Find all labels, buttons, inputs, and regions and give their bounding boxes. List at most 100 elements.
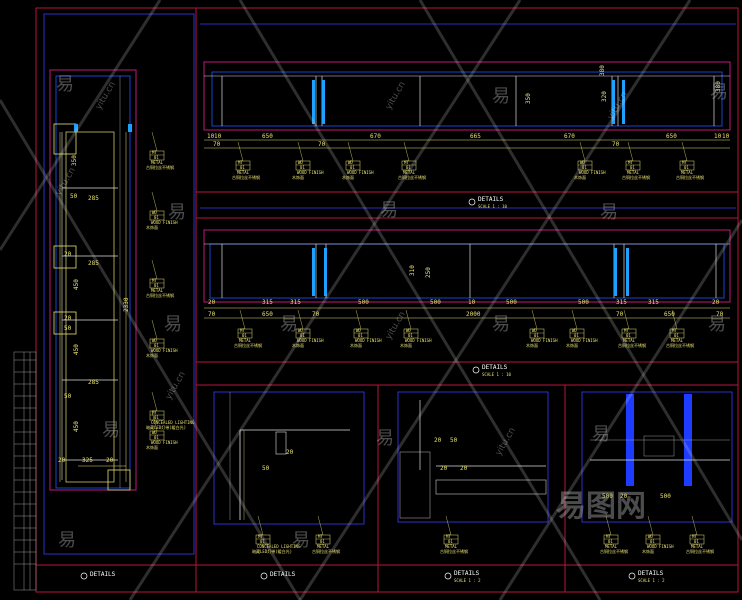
tag-code: WD [298,328,303,333]
detail-title-b4: DETAILS SCALE 1 : 2 [628,570,665,583]
tag-code: MT [692,534,697,539]
watermark-char: 易 [710,82,728,103]
tag-name-cn: 木饰面 [342,174,354,180]
leader-line [605,515,612,536]
dimension-label: 70 [716,311,724,318]
dimension-label: 50 [70,193,78,200]
watermark-char: 易 [168,202,186,223]
dimension-label: 20 [712,299,720,306]
watermark-char: 易 [380,200,398,221]
tag-name: WOOD FINISH [579,170,606,175]
dimension-label: 20 [434,437,442,444]
leader-line [239,309,246,330]
watermark-char: 易 [600,202,618,223]
leader-line [355,309,362,330]
detail-title-b2: DETAILS [260,571,296,580]
dimension-label: 50 [262,465,270,472]
dimension-label: 20 [106,457,114,464]
tag-name-cn: 木饰面 [146,224,158,230]
bottom-detail-3 [581,391,733,523]
tag-code: WD [152,338,157,343]
tag-name: WOOD FINISH [297,338,324,343]
dimension-label: 500 [602,493,613,500]
watermark-char: 易 [56,74,74,95]
tag-number: 01 [408,333,413,338]
tag-name-cn: 古铜拉丝不锈钢 [622,174,650,180]
tag-number: 01 [350,165,355,170]
dimension-label-total: 2330 [123,297,130,312]
dimension-label: 650 [262,133,273,140]
dimension-label: 350 [525,93,532,104]
dimension-label: 70 [213,141,221,148]
dimension-label: 500 [660,493,671,500]
dimension-label: 10 [468,299,476,306]
tag-number: 01 [694,539,699,544]
watermark-char: 易 [292,530,310,551]
tag-name: WOOD FINISH [151,348,178,353]
leader-line [297,309,304,330]
tag-name-cn: 暗藏LED灯带(暖白光) [146,424,186,430]
tag-name-cn: 古铜拉丝不锈钢 [146,164,174,170]
tag-name-cn: 古铜拉丝不锈钢 [666,342,694,348]
tag-number: 01 [448,539,453,544]
leader-line [531,309,538,330]
dimension-label: 50 [64,325,72,332]
leader-line [317,515,324,536]
tag-name: WOOD FINISH [151,220,178,225]
tag-number: 01 [320,539,325,544]
dimension-label: 285 [88,260,99,267]
tag-number: 01 [582,165,587,170]
dimension-label: 20 [286,449,294,456]
dimension-label: 2000 [466,311,481,318]
tag-name: METAL [623,338,636,343]
dimension-label: 20 [58,457,66,464]
details-title-b2: DETAILS [270,571,296,578]
watermark-char: 易 [376,428,394,449]
tag-name-cn: 木饰面 [400,342,412,348]
tag-name: WOOD FINISH [571,338,598,343]
watermark-char: 易 [280,314,298,335]
tag-number: 01 [534,333,539,338]
tag-number: 01 [260,539,265,544]
tag-name-cn: 古铜拉丝不锈钢 [440,548,468,554]
tag-code: WD [580,160,585,165]
dimension-label: 70 [318,141,326,148]
details-title-top: DETAILS [478,196,504,203]
leader-line [571,309,578,330]
dimension-label: 50 [450,437,458,444]
tag-name: CONCEALED LIGHTING [151,420,195,425]
tag-name: WOOD FINISH [405,338,432,343]
dimension-label: 500 [430,299,441,306]
dimension-label: 285 [88,379,99,386]
tag-number: 01 [300,165,305,170]
tag-number: 01 [154,283,159,288]
dimension-label: 450 [73,344,80,355]
dimension-label: 320 [601,91,608,102]
tag-number: 01 [684,165,689,170]
tag-code: MT [624,328,629,333]
dimension-label: 250 [425,267,432,278]
tag-code: WD [648,534,653,539]
tag-name-cn: 古铜拉丝不锈钢 [234,342,262,348]
tag-name-cn: 木饰面 [350,342,362,348]
tag-name-cn: 木饰面 [526,342,538,348]
dimension-label: 20 [440,465,448,472]
dimension-label: 70 [616,311,624,318]
details-title-mid: DETAILS [482,364,508,371]
details-title-b3: DETAILS [454,570,480,577]
tag-name-cn: 木饰面 [292,342,304,348]
tag-number: 01 [154,343,159,348]
tag-code: MT [152,278,157,283]
